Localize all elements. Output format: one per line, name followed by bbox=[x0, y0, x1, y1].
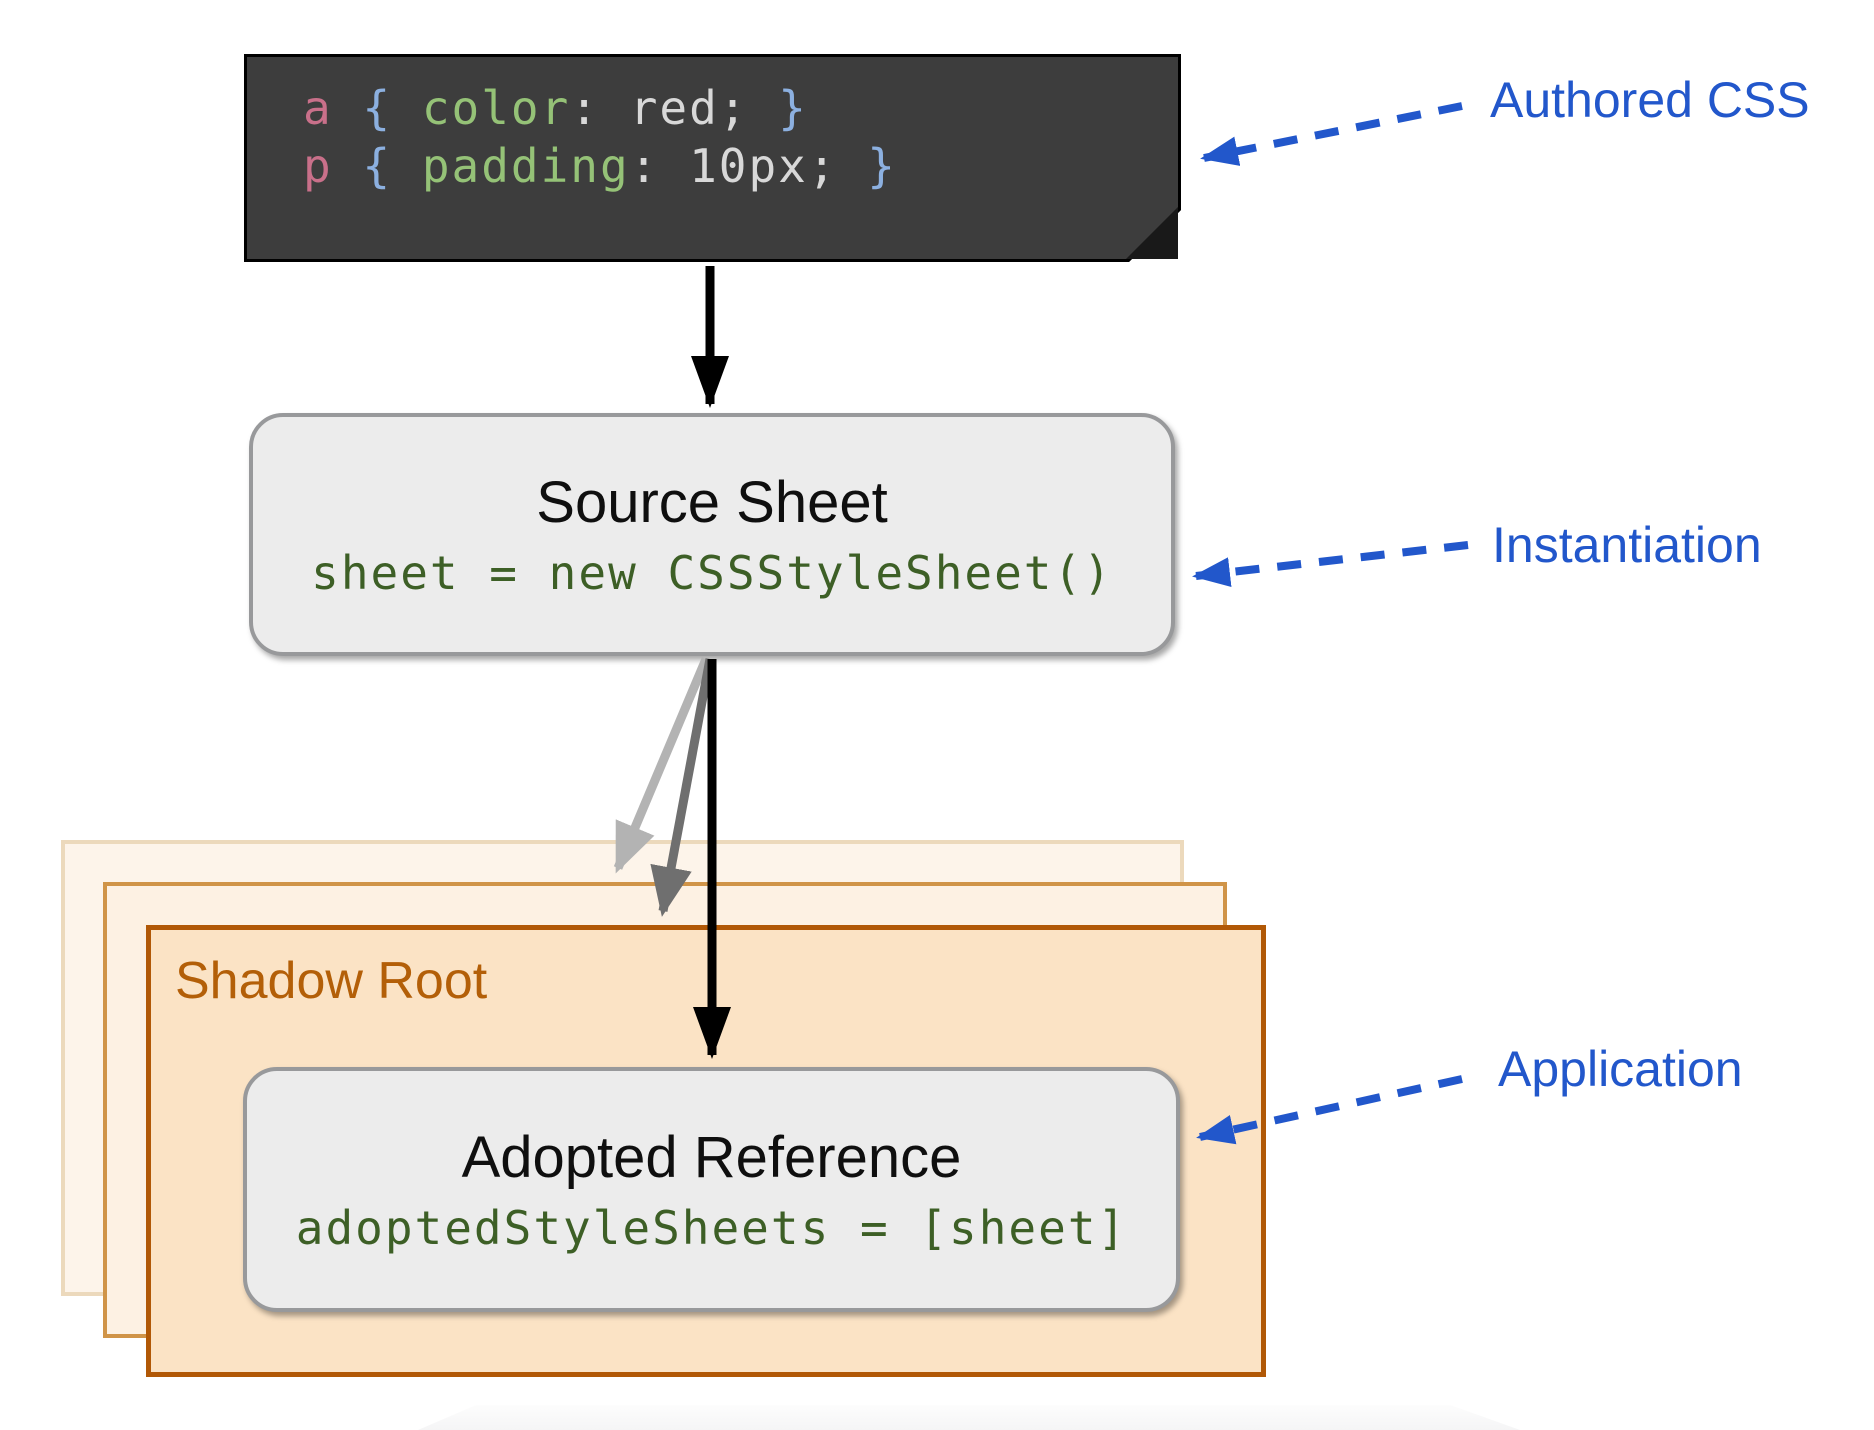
page-bottom-edge bbox=[360, 1405, 1520, 1430]
callout-label-instantiation: Instantiation bbox=[1492, 517, 1762, 573]
adopted-reference-box: Adopted Reference adoptedStyleSheets = [… bbox=[243, 1067, 1180, 1312]
callout-label-application: Application bbox=[1498, 1041, 1743, 1097]
callout-label-authored-css: Authored CSS bbox=[1490, 72, 1810, 128]
code-line: p { padding: 10px; } bbox=[303, 139, 897, 193]
source-sheet-code: sheet = new CSSStyleSheet() bbox=[311, 545, 1113, 600]
shadow-root-label: Shadow Root bbox=[175, 952, 488, 1010]
flow-arrow-source-to-back-root bbox=[613, 657, 711, 874]
authored-css-code-block: a { color: red; }p { padding: 10px; } bbox=[244, 54, 1181, 262]
adopted-reference-code: adoptedStyleSheets = [sheet] bbox=[295, 1200, 1128, 1255]
adopted-reference-title: Adopted Reference bbox=[461, 1124, 962, 1190]
source-sheet-title: Source Sheet bbox=[536, 469, 888, 535]
code-line: a { color: red; } bbox=[303, 81, 808, 135]
source-sheet-box: Source Sheet sheet = new CSSStyleSheet() bbox=[249, 413, 1175, 656]
authored-css-code: a { color: red; }p { padding: 10px; } bbox=[303, 79, 897, 195]
callout-arrow-authored-css bbox=[1200, 102, 1463, 166]
callout-arrow-instantiation bbox=[1192, 541, 1469, 588]
